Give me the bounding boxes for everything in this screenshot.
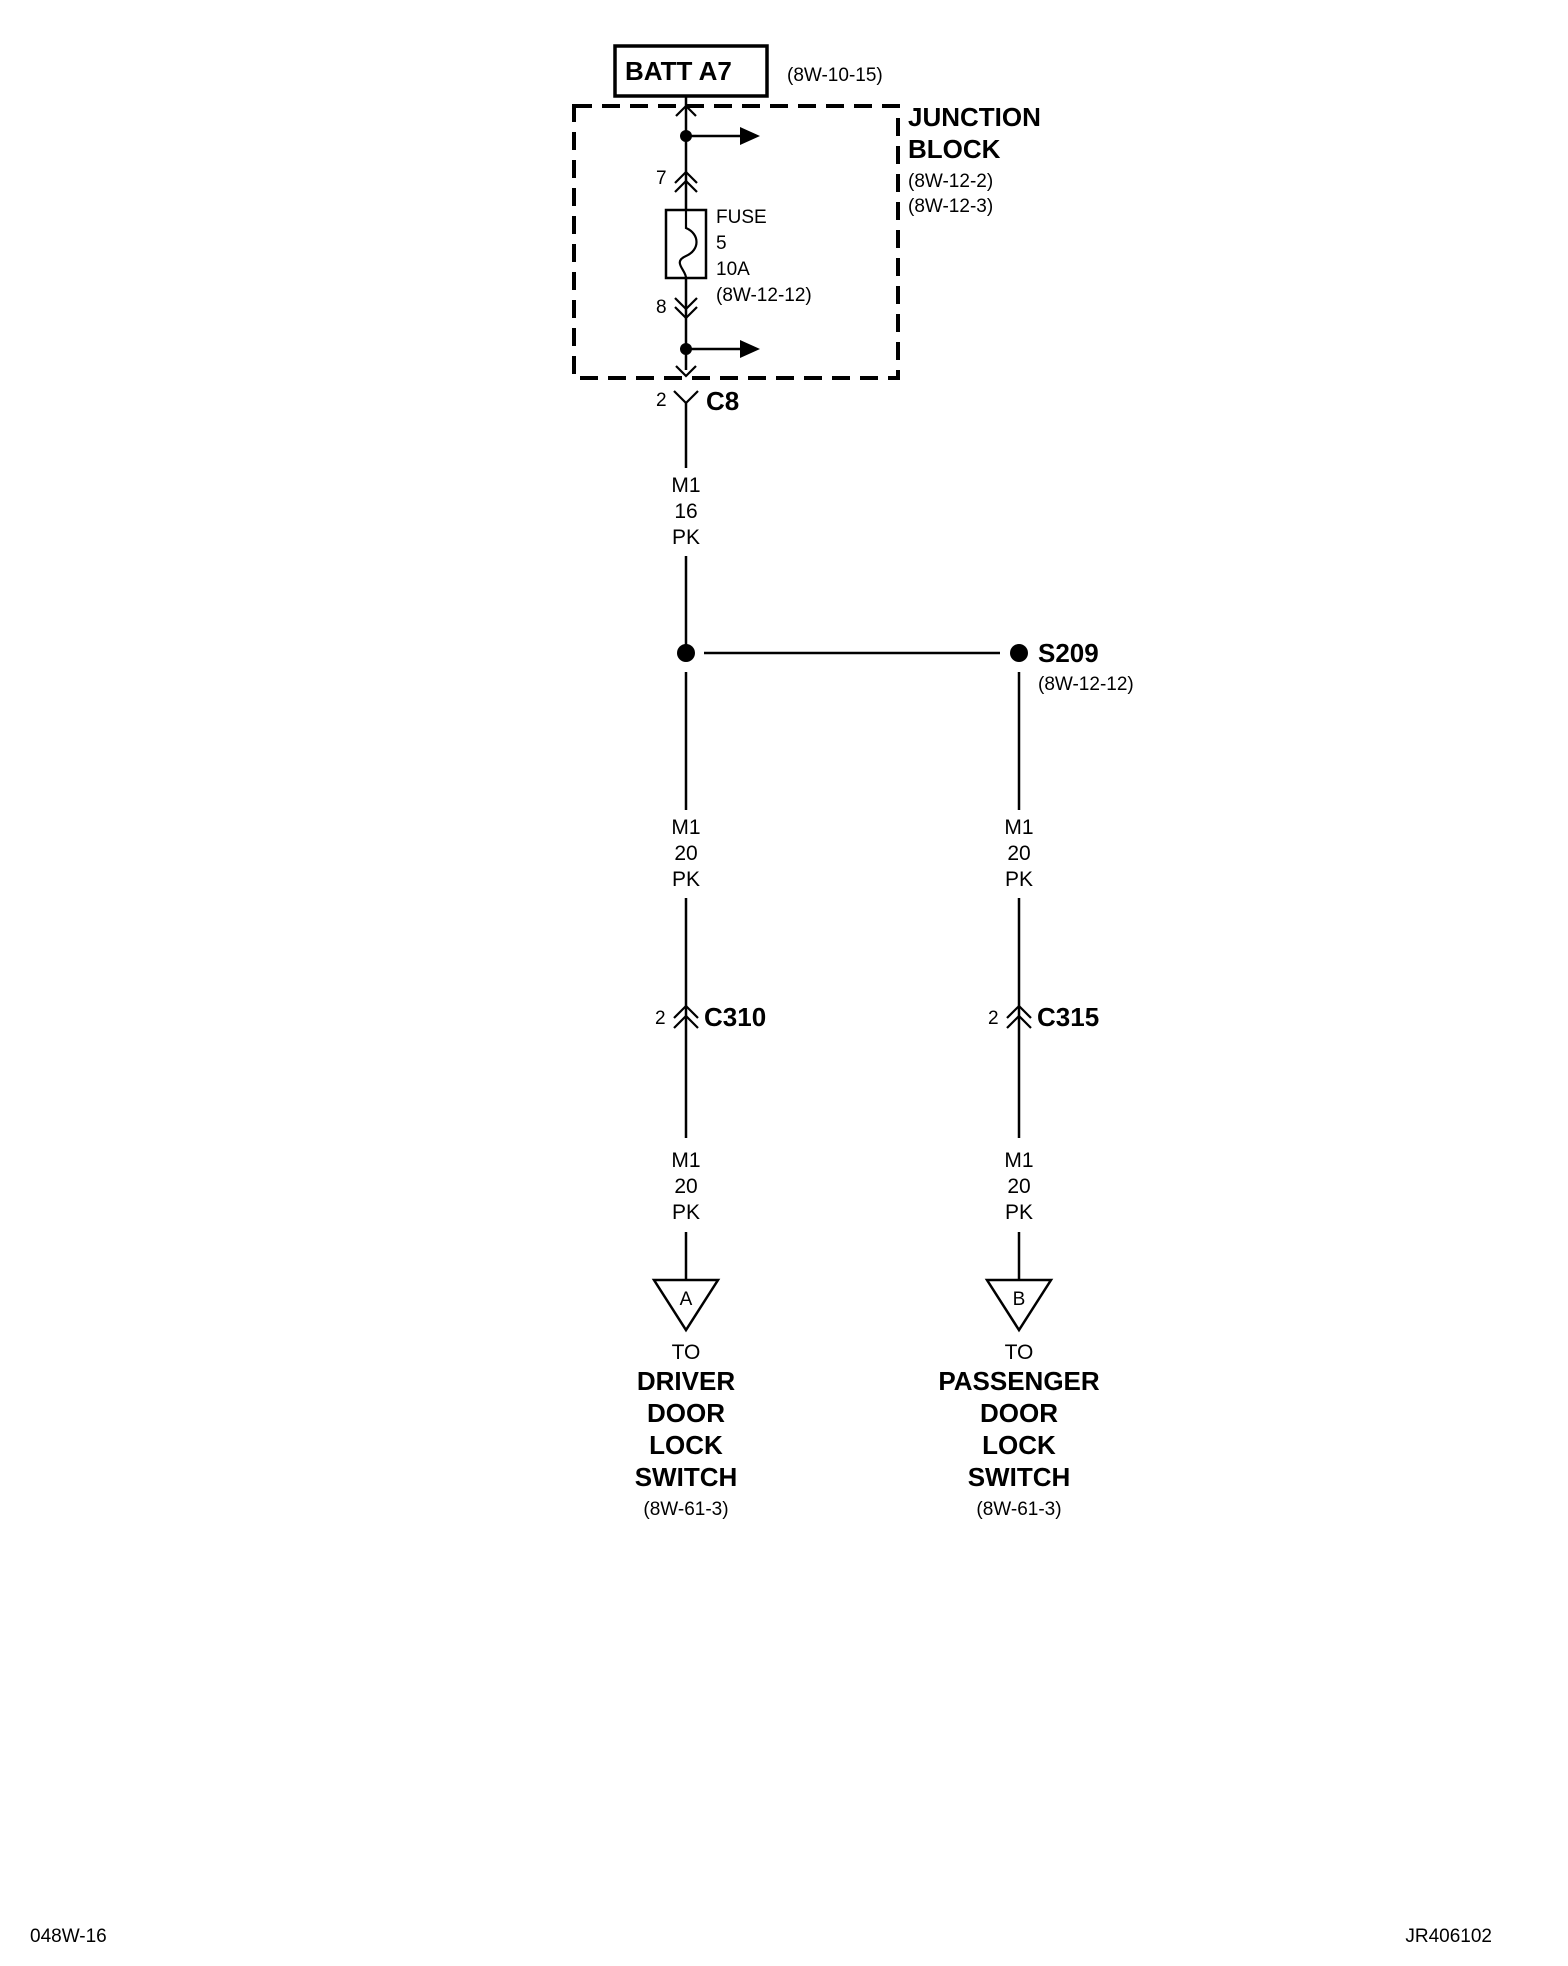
main-wire-color: PK (672, 526, 700, 549)
junction-block-ref-2: (8W-12-3) (908, 196, 993, 217)
branch-arrow-top-head (740, 127, 760, 145)
splice-name: S209 (1038, 638, 1099, 668)
batt-a7-ref: (8W-10-15) (787, 65, 883, 86)
junction-block-title-2: BLOCK (908, 134, 1001, 164)
batt-a7-label: BATT A7 (625, 56, 732, 86)
right-dest-line1: PASSENGER (938, 1366, 1100, 1396)
main-wire-gauge: 16 (674, 500, 697, 523)
block-entry-chevron (675, 104, 697, 117)
splice-node-right (1010, 644, 1028, 662)
batt-a7-box (613, 44, 769, 98)
c8-connector-symbol (673, 390, 699, 405)
terminal-a-letter: A (680, 1289, 693, 1310)
right-wire-lower-color: PK (1005, 1201, 1033, 1224)
pin7-chevron (674, 170, 698, 193)
block-exit-chevron (675, 365, 697, 378)
branch-arrow-bottom-head (740, 340, 760, 358)
main-wire-circuit: M1 (671, 474, 700, 497)
pin7-label: 7 (656, 168, 667, 189)
fuse-label: FUSE (716, 207, 767, 228)
left-wire-upper-circuit: M1 (671, 816, 700, 839)
left-dest-ref: (8W-61-3) (643, 1499, 728, 1520)
right-wire-lower-circuit: M1 (1004, 1149, 1033, 1172)
left-dest-line2: DOOR (647, 1398, 725, 1428)
right-dest-line2: DOOR (980, 1398, 1058, 1428)
fuse-5-element (678, 210, 698, 279)
right-wire-upper-color: PK (1005, 868, 1033, 891)
c310-name: C310 (704, 1002, 766, 1032)
left-dest-line4: SWITCH (635, 1462, 738, 1492)
splice-node-left (677, 644, 695, 662)
c8-name: C8 (706, 386, 739, 416)
right-wire-upper-gauge: 20 (1007, 842, 1030, 865)
left-dest-line3: LOCK (649, 1430, 723, 1460)
pin8-chevron (674, 297, 698, 320)
left-wire-upper-gauge: 20 (674, 842, 697, 865)
fuse-number: 5 (716, 233, 727, 254)
junction-block-title-1: JUNCTION (908, 102, 1041, 132)
c8-pin: 2 (656, 390, 667, 411)
left-wire-upper-color: PK (672, 868, 700, 891)
junction-block-outline (572, 104, 900, 380)
junction-block-ref-1: (8W-12-2) (908, 171, 993, 192)
c315-name: C315 (1037, 1002, 1099, 1032)
terminal-b-letter: B (1013, 1289, 1026, 1310)
c315-connector-symbol (1006, 1004, 1032, 1029)
terminal-a-triangle (651, 1278, 721, 1333)
footer-diagram-code: JR406102 (1405, 1926, 1492, 1947)
c310-pin: 2 (655, 1008, 666, 1029)
fuse-rating: 10A (716, 259, 750, 280)
right-wire-lower-gauge: 20 (1007, 1175, 1030, 1198)
splice-ref: (8W-12-12) (1038, 674, 1134, 695)
left-wire-lower-gauge: 20 (674, 1175, 697, 1198)
right-dest-to: TO (1005, 1341, 1034, 1364)
terminal-b-triangle (984, 1278, 1054, 1333)
right-dest-line3: LOCK (982, 1430, 1056, 1460)
left-wire-lower-color: PK (672, 1201, 700, 1224)
c315-pin: 2 (988, 1008, 999, 1029)
footer-page-id: 048W-16 (30, 1926, 107, 1947)
right-wire-upper-circuit: M1 (1004, 816, 1033, 839)
left-dest-to: TO (672, 1341, 701, 1364)
c310-connector-symbol (673, 1004, 699, 1029)
right-dest-ref: (8W-61-3) (976, 1499, 1061, 1520)
pin8-label: 8 (656, 297, 667, 318)
left-dest-line1: DRIVER (637, 1366, 735, 1396)
right-dest-line4: SWITCH (968, 1462, 1071, 1492)
fuse-ref: (8W-12-12) (716, 285, 812, 306)
left-wire-lower-circuit: M1 (671, 1149, 700, 1172)
